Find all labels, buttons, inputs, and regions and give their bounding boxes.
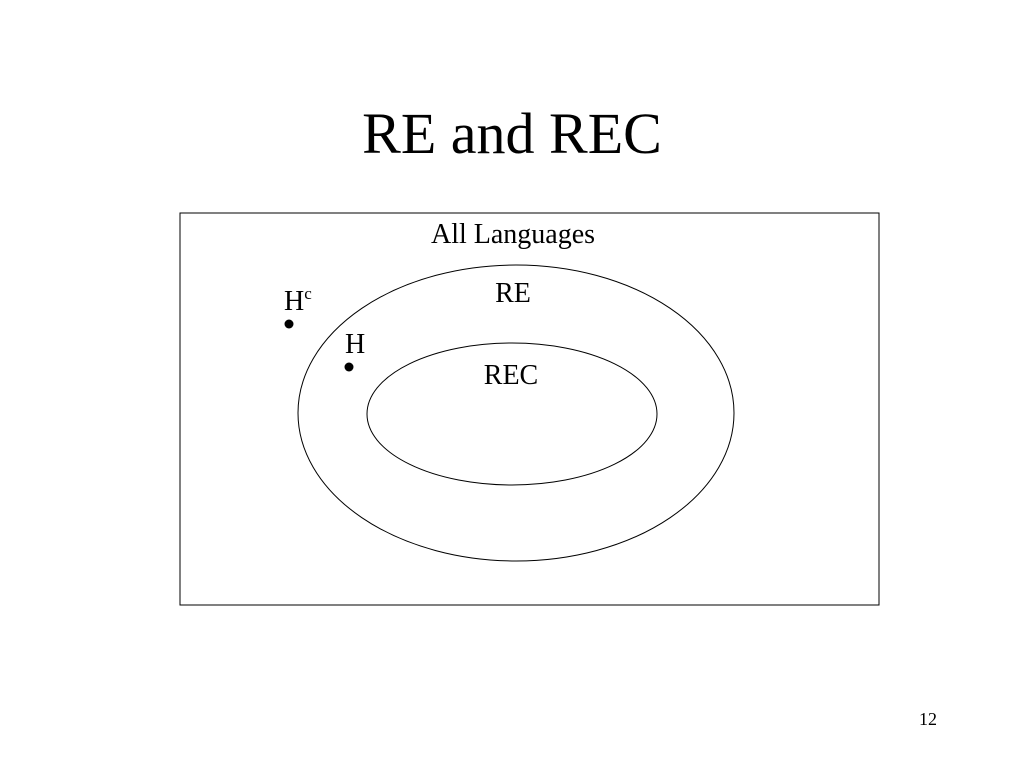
h-point (344, 362, 354, 372)
rec-set-ellipse (366, 342, 658, 486)
rec-set-label: REC (484, 360, 538, 391)
page-number: 12 (919, 709, 937, 729)
all-languages-box (179, 212, 880, 606)
re-set-label: RE (495, 278, 531, 309)
slide-title: RE and REC (362, 101, 662, 166)
h-complement-point (284, 319, 294, 329)
h-complement-base: H (284, 286, 304, 317)
h-complement-label: Hc (284, 284, 312, 317)
re-set-ellipse (297, 264, 735, 562)
h-complement-superscript: c (304, 284, 312, 303)
h-label: H (345, 329, 365, 360)
all-languages-label: All Languages (431, 219, 595, 250)
